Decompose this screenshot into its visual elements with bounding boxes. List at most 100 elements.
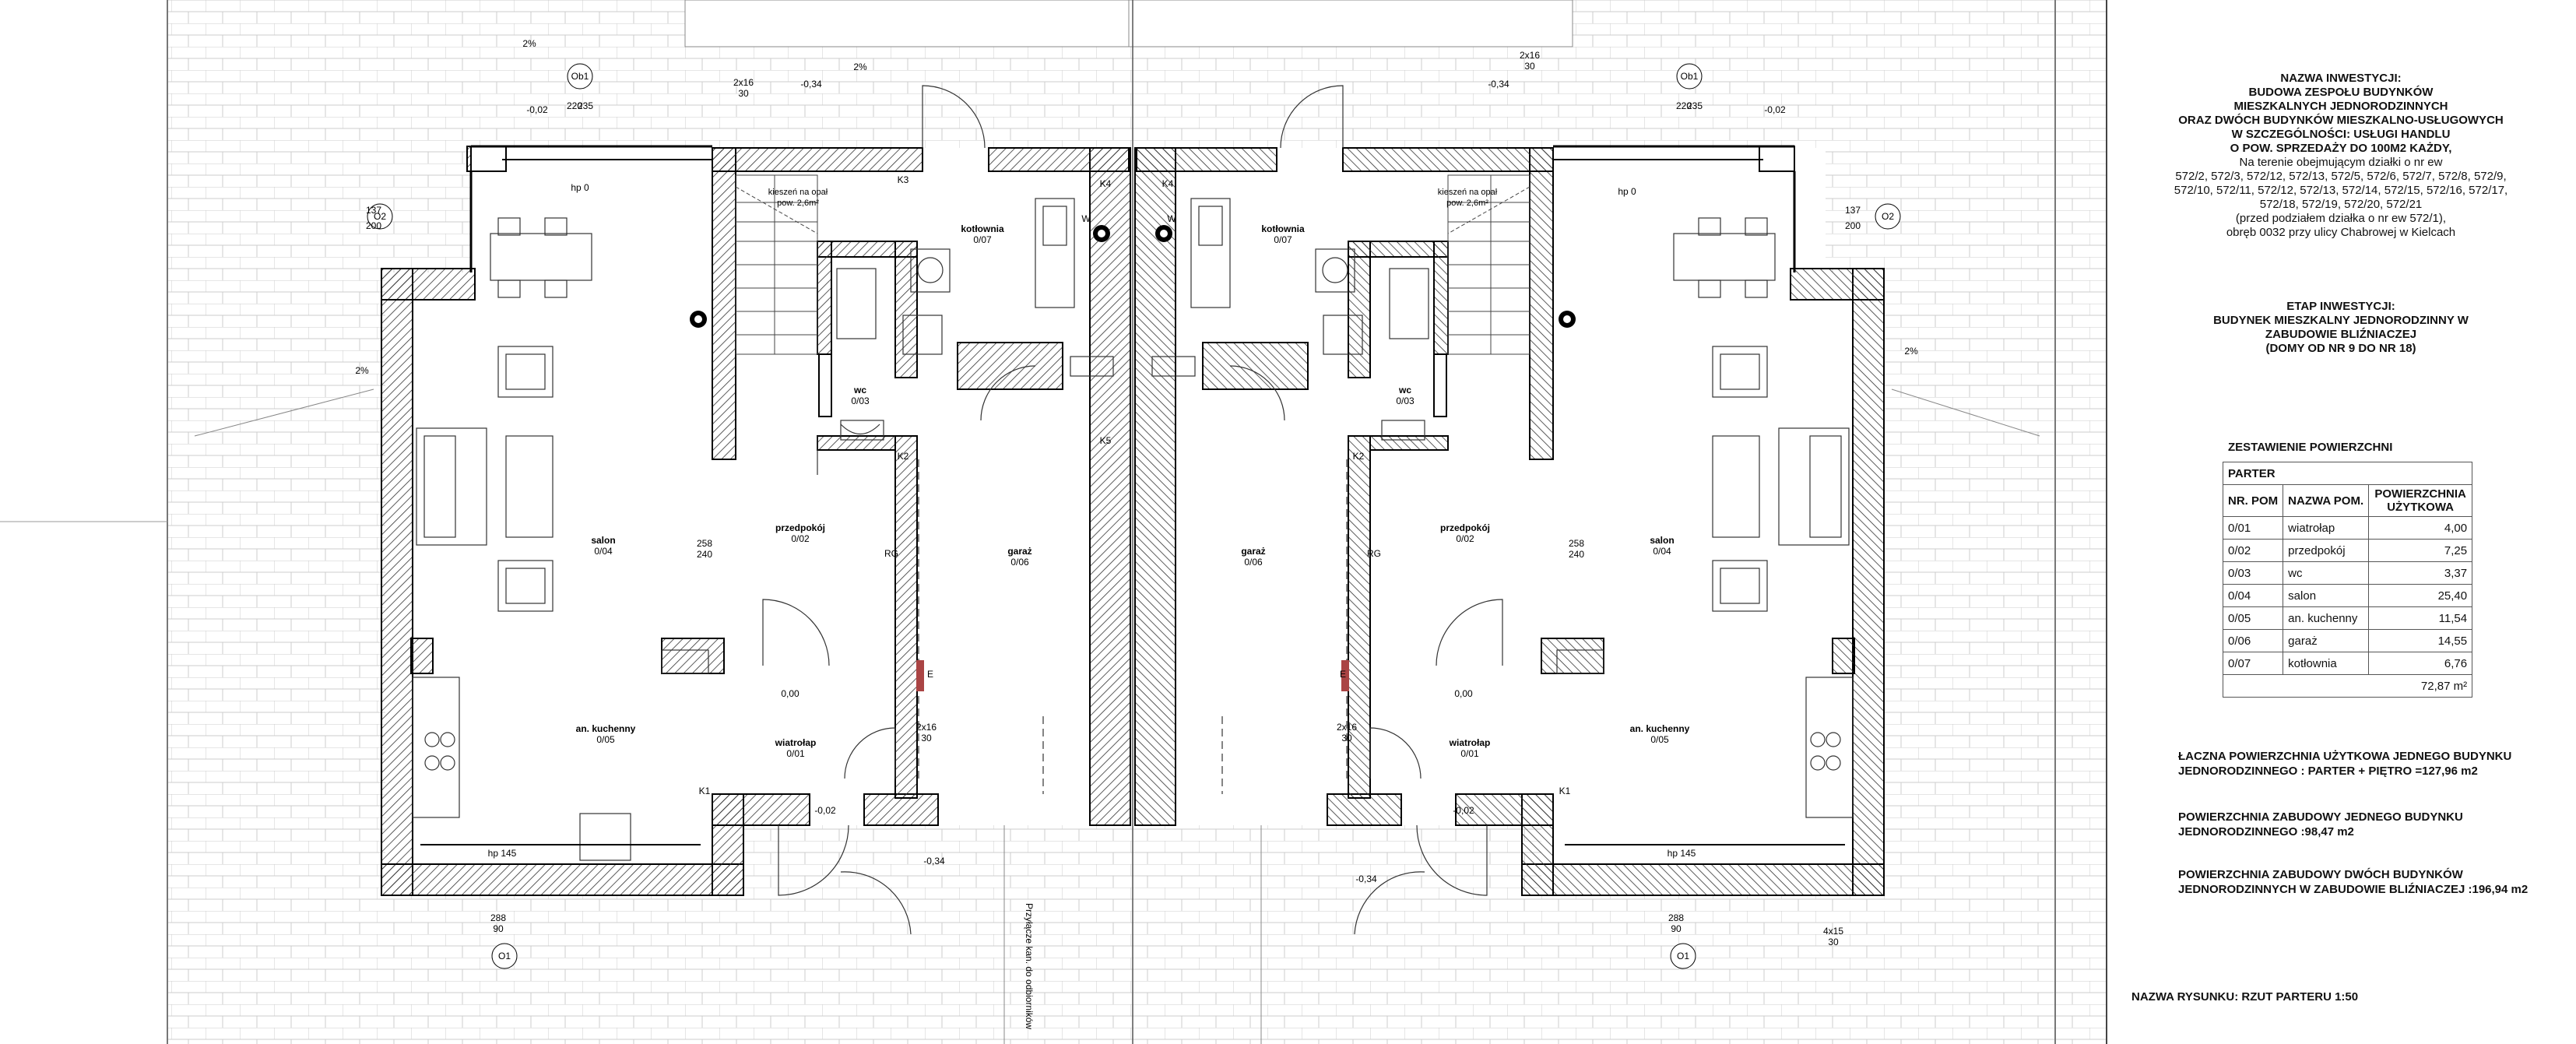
window-height-label: 90 [493,923,504,934]
front-yard-right [1128,0,1573,47]
room-number-kotlownia: 0/07 [1274,234,1292,245]
chimney-label: K2 [898,451,909,462]
chimney-label: K3 [898,174,909,185]
room-number-przedpokoj: 0/02 [791,533,810,544]
investment-title-line: W SZCZEGÓLNOŚCI: USŁUGI HANDLU [2231,128,2451,141]
investment-detail-line: 572/10, 572/11, 572/12, 572/13, 572/14, … [2174,184,2508,197]
water-mark: W [1081,213,1091,224]
room-area-cell: 6,76 [2368,652,2473,675]
sill-height-label: hp 145 [488,848,517,859]
table-total-row: 72,87 m² [2222,674,2473,698]
note-total-usable-area: ŁACZNA POWIERZCHNIA UŻYTKOWA JEDNEGO BUD… [2178,749,2511,779]
room-label-wiatrolap: wiatrołap [775,737,817,748]
investment-detail-line: 572/18, 572/19, 572/20, 572/21 [2259,198,2423,211]
chimney-label: K4 [1100,178,1112,189]
window-tag-o1 [491,943,518,969]
door-height-label: 240 [697,549,712,560]
level-label: -0,02 [1453,805,1474,816]
room-label-kotlownia: kotłownia [961,223,1004,234]
room-number-garaz: 0/06 [1244,557,1263,568]
stage-line: (DOMY OD NR 9 DO NR 18) [2265,342,2416,355]
slope-label: 2% [853,62,867,72]
door-width-label: 258 [697,538,712,549]
room-number-przedpokoj: 0/02 [1456,533,1474,544]
note-line: POWIERZCHNIA ZABUDOWY DWÓCH BUDYNKÓW [2178,868,2463,881]
room-label-kuchenny: an. kuchenny [1630,723,1690,734]
window-tag-o2-text: O2 [1882,211,1894,222]
fuel-store-area: pow. 2,6m² [777,199,819,208]
investment-detail-line: 572/2, 572/3, 572/12, 572/13, 572/5, 572… [2175,170,2507,183]
room-area-cell: 25,40 [2368,584,2473,607]
note-line: POWIERZCHNIA ZABUDOWY JEDNEGO BUDYNKU [2178,810,2463,824]
window-height-label: 235 [578,100,593,111]
note-line: ŁACZNA POWIERZCHNIA UŻYTKOWA JEDNEGO BUD… [2178,750,2512,763]
room-number-wc: 0/03 [851,395,870,406]
room-area-cell: 14,55 [2368,629,2473,652]
steps-depth-label: 30 [1828,937,1839,947]
room-label-wiatrolap: wiatrołap [1449,737,1491,748]
room-number-cell: 0/04 [2222,584,2284,607]
investment-heading: NAZWA INWESTYCJI: [2280,72,2402,85]
steps-depth-label: 30 [738,88,749,99]
window-tag-o2 [367,203,393,230]
steps-label: 2x16 [1337,722,1357,733]
room-number-salon: 0/04 [1653,546,1671,557]
column-header: NR. POM [2222,484,2284,517]
room-number-cell: 0/02 [2222,539,2284,562]
fuel-store-label: kieszeń na opał [768,188,828,197]
room-label-salon: salon [1650,535,1674,546]
steps-label: 4x15 [1823,926,1843,937]
door-height-label: 240 [1569,549,1584,560]
room-name-cell: salon [2283,584,2370,607]
walls-right-house [1134,85,1885,935]
area-summary-title: ZESTAWIENIE POWIERZCHNI [2228,441,2393,454]
room-number-cell: 0/03 [2222,561,2284,585]
note-twin-footprint: POWIERZCHNIA ZABUDOWY DWÓCH BUDYNKÓW JED… [2178,867,2528,897]
investment-title-line: MIESZKALNYCH JEDNORODZINNYCH [2233,100,2448,113]
room-label-garaz: garaż [1241,546,1265,557]
window-tag-ob1 [567,63,593,90]
window-width-label: 288 [490,912,506,923]
room-number-garaz: 0/06 [1010,557,1029,568]
chimney-label: K5 [1100,435,1112,446]
room-name-cell: kotłownia [2283,652,2370,675]
level-label: -0,02 [814,805,836,816]
column-header: POWIERZCHNIA UŻYTKOWA [2368,484,2473,517]
room-label-wc: wc [853,385,866,395]
window-width-label: 220 [1676,100,1692,111]
steps-depth-label: 30 [1524,61,1535,72]
room-number-cell: 0/01 [2222,516,2284,540]
window-width-label: 137 [366,205,381,216]
level-label: 0,00 [1454,688,1473,699]
water-mark: W [1167,213,1176,224]
gas-riser-label: RG [1367,548,1381,559]
room-area-cell: 4,00 [2368,516,2473,540]
room-number-kuchenny: 0/05 [1650,734,1669,745]
steps-label: 2x16 [1520,50,1540,61]
room-area-cell: 11,54 [2368,606,2473,630]
level-label: -0,02 [1764,104,1786,115]
steps-label: 2x16 [733,77,754,88]
note-line: JEDNORODZINNYCH W ZABUDOWIE BLIŹNIACZEJ … [2178,883,2529,896]
sill-height-label: hp 0 [1618,186,1636,197]
front-yard-left [684,0,1130,47]
slope-label: 2% [522,38,536,49]
room-name-cell: przedpokój [2283,539,2370,562]
walls-left-house [381,85,1131,935]
room-name-cell: wc [2283,561,2370,585]
note-line: JEDNORODZINNEGO : PARTER + PIĘTRO =127,9… [2178,765,2478,778]
table-header-row: NR. POM NAZWA POM. POWIERZCHNIA UŻYTKOWA [2222,484,2473,517]
level-label: -0,34 [1488,79,1509,90]
column-header: NAZWA POM. [2283,484,2370,517]
window-width-label: 220 [567,100,582,111]
chimney-label: K1 [1559,786,1571,796]
level-header: PARTER [2222,462,2473,485]
chimney-label: K1 [699,786,711,796]
room-label-przedpokoj: przedpokój [1440,522,1490,533]
